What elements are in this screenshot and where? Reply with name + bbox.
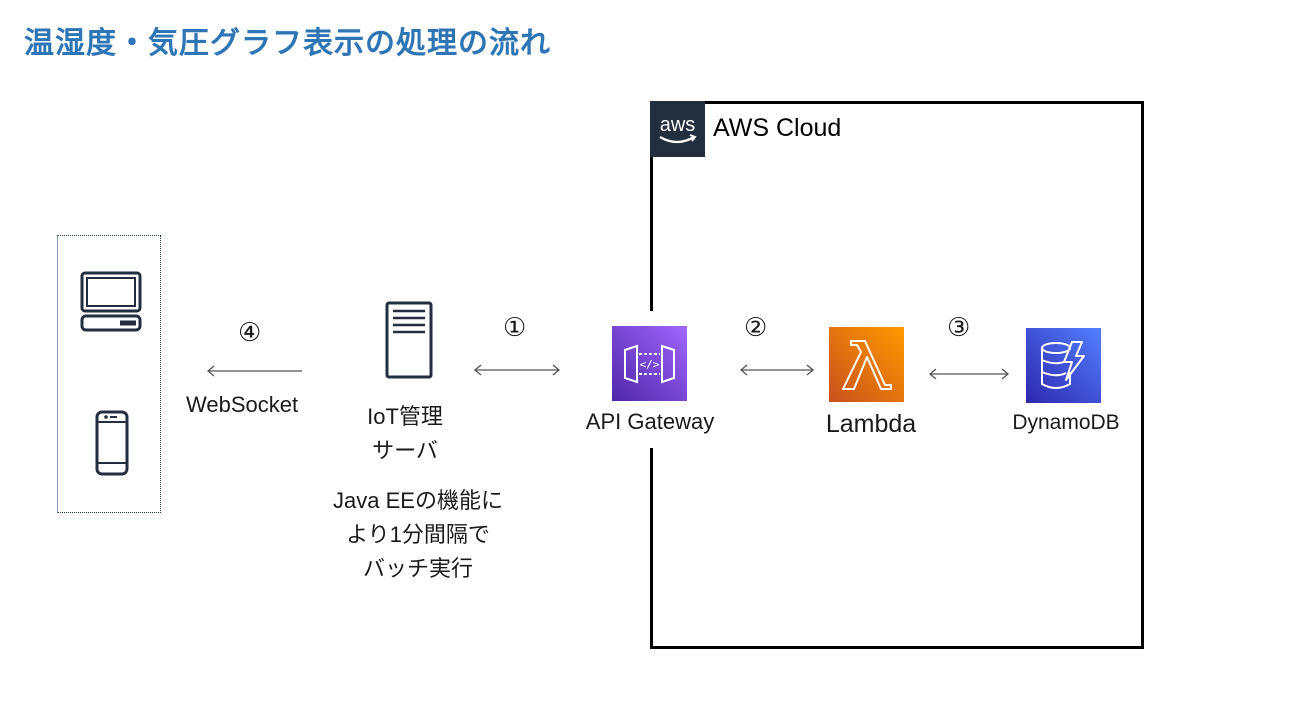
aws-cloud-label: AWS Cloud bbox=[713, 114, 842, 142]
arrow-bidirectional bbox=[739, 361, 815, 380]
svg-text:</>: </> bbox=[640, 358, 660, 371]
iot-server-note: Java EEの機能に より1分間隔で バッチ実行 bbox=[333, 488, 503, 581]
step-number: ③ bbox=[947, 313, 971, 343]
step-number: ④ bbox=[238, 318, 262, 348]
dynamodb-label: DynamoDB bbox=[1012, 411, 1120, 434]
aws-cloud-frame-left bbox=[650, 101, 653, 311]
dynamodb-icon bbox=[1026, 328, 1101, 407]
lambda-icon bbox=[829, 327, 904, 406]
lambda-label: Lambda bbox=[825, 410, 917, 438]
aws-cloud-frame-right bbox=[1141, 101, 1144, 649]
aws-logo-icon: aws bbox=[650, 101, 705, 157]
step-number: ② bbox=[744, 313, 768, 343]
arrow-bidirectional bbox=[928, 365, 1010, 384]
aws-cloud-frame-bottom bbox=[650, 646, 1144, 649]
aws-cloud-frame-top bbox=[650, 101, 1144, 104]
aws-cloud-frame-left bbox=[650, 448, 653, 649]
websocket-label: WebSocket bbox=[186, 392, 299, 417]
step-number: ① bbox=[503, 313, 527, 343]
client-devices-group bbox=[57, 235, 161, 513]
api-gateway-icon: </> bbox=[612, 326, 687, 405]
aws-logo-text: aws bbox=[660, 114, 696, 136]
arrow-left bbox=[206, 362, 304, 381]
smartphone-icon bbox=[95, 410, 129, 480]
api-gateway-label: API Gateway bbox=[585, 409, 715, 434]
iot-server-label: IoT管理 サーバ bbox=[367, 404, 443, 463]
server-icon bbox=[385, 301, 433, 383]
page-title: 温湿度・気圧グラフ表示の処理の流れ bbox=[24, 26, 551, 61]
arrow-bidirectional bbox=[473, 361, 561, 380]
desktop-computer-icon bbox=[80, 271, 142, 337]
